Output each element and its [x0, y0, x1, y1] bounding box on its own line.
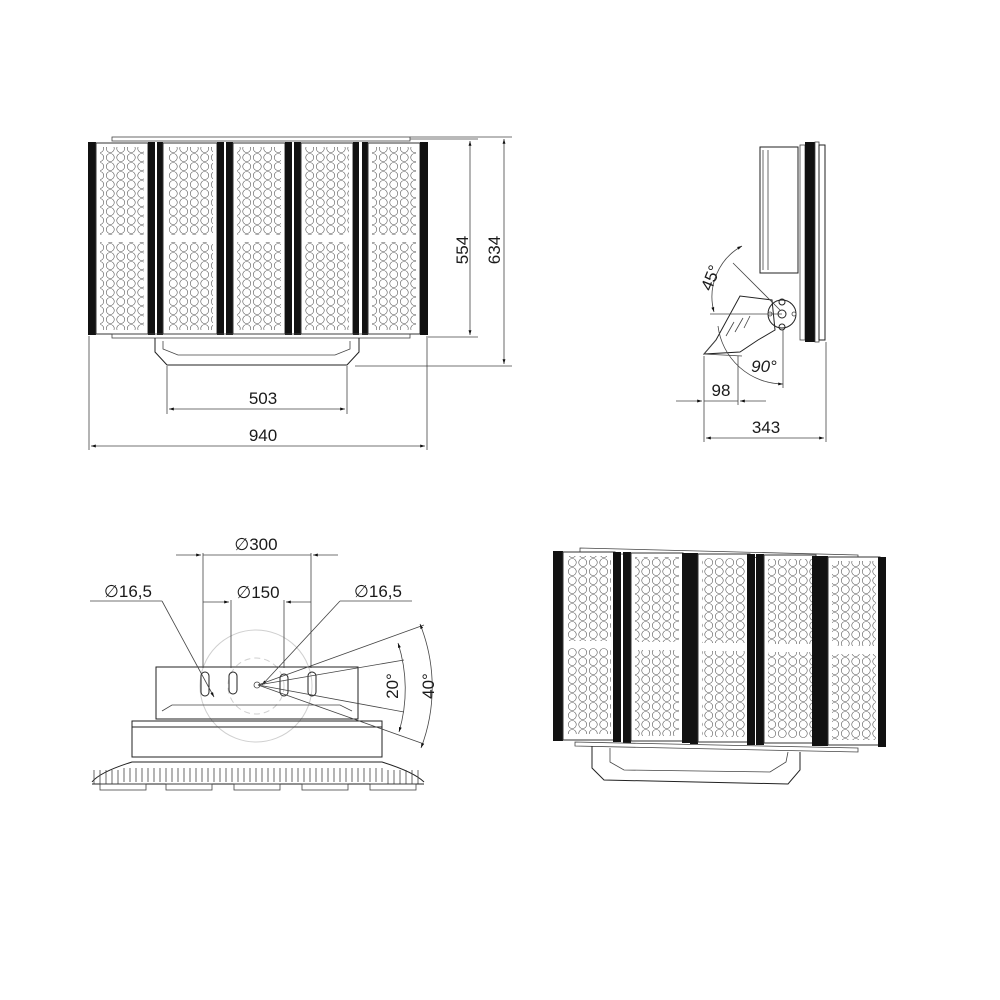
- led-modules-perspective: [553, 551, 886, 747]
- dim-tilt-90: 90°: [751, 357, 777, 376]
- side-bracket-arm: [702, 295, 776, 355]
- slot: [307, 671, 317, 697]
- dim-bracket-offset: 98: [712, 381, 731, 400]
- mounting-bracket-perspective: [591, 746, 801, 785]
- slot: [279, 673, 289, 697]
- mounting-bracket-front: [154, 338, 360, 366]
- bracket-detail-view: ∅300 ∅150 ∅16,5 ∅16,5 20° 40°: [90, 535, 438, 791]
- dim-panel-height: 554: [453, 236, 472, 264]
- led-modules-front: [88, 142, 428, 335]
- dim-circle-150: ∅150: [236, 583, 279, 602]
- housing-body: [131, 726, 383, 758]
- slot: [228, 671, 238, 695]
- dim-hole-left: ∅16,5: [104, 582, 152, 601]
- dim-depth: 343: [752, 418, 780, 437]
- dim-angle-40: 40°: [419, 673, 438, 699]
- side-view: 45° 90° 98 343: [676, 141, 827, 442]
- dim-circle-300: ∅300: [234, 535, 277, 554]
- heatsink-fins: [91, 761, 425, 785]
- dim-angle-20: 20°: [383, 673, 402, 699]
- dim-total-width: 940: [249, 426, 277, 445]
- dim-hole-right: ∅16,5: [354, 582, 402, 601]
- front-view: 554 634 503 940: [88, 136, 512, 450]
- top-rail: [111, 136, 411, 142]
- driver-box: [759, 146, 799, 274]
- dim-total-height: 634: [485, 236, 504, 264]
- bracket-plate: [155, 666, 359, 720]
- dim-bracket-width: 503: [249, 389, 277, 408]
- perspective-view: [553, 547, 886, 785]
- slot: [200, 671, 210, 697]
